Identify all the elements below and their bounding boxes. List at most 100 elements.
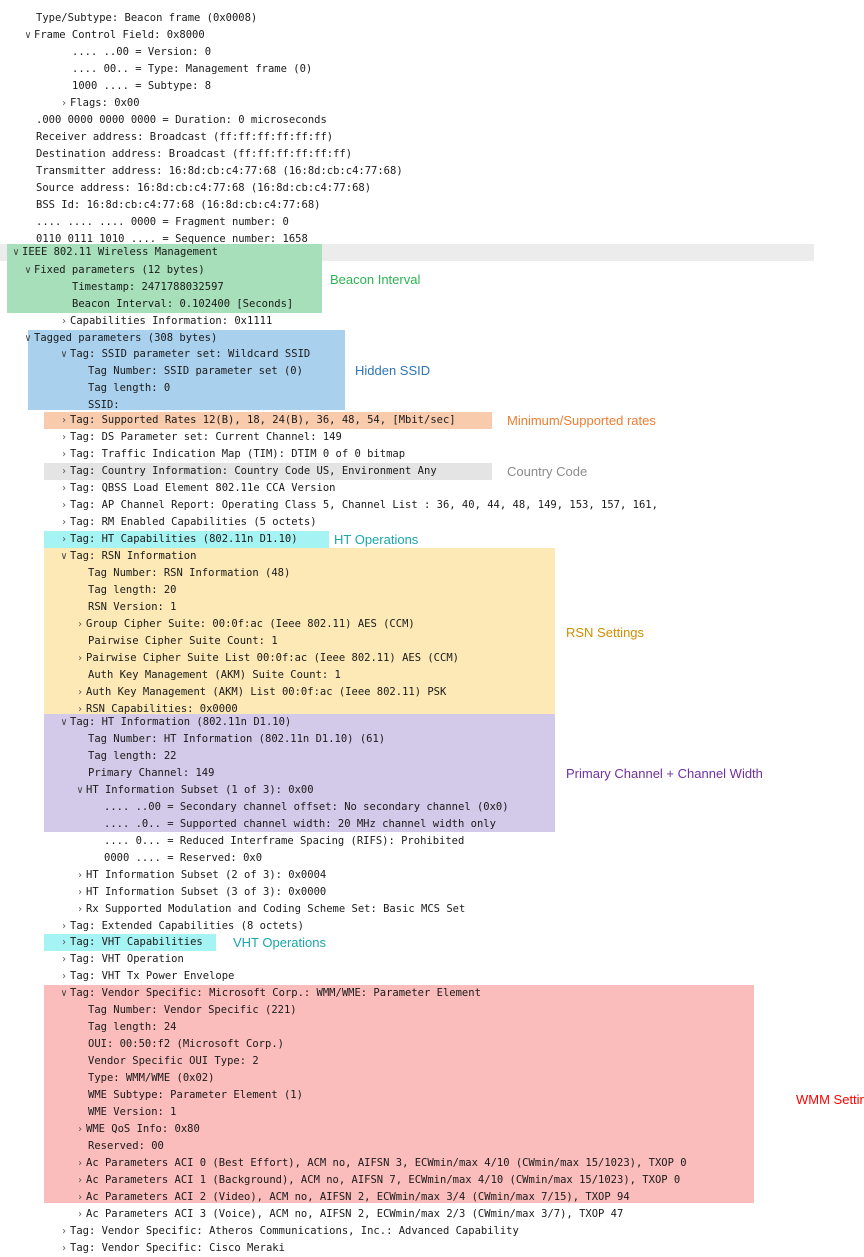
tree-row[interactable]: Vendor Specific OUI Type: 2 (88, 1053, 259, 1070)
chevron-right-icon[interactable]: › (76, 870, 84, 881)
tree-row[interactable]: Beacon Interval: 0.102400 [Seconds] (72, 296, 293, 313)
chevron-right-icon[interactable]: › (60, 466, 68, 477)
tree-row[interactable]: ∨HT Information Subset (1 of 3): 0x00 (74, 782, 314, 799)
chevron-right-icon[interactable]: › (76, 704, 84, 715)
tree-row[interactable]: Transmitter address: 16:8d:cb:c4:77:68 (… (36, 163, 403, 180)
chevron-down-icon[interactable]: ∨ (12, 247, 20, 258)
tree-row[interactable]: .... 00.. = Type: Management frame (0) (72, 61, 312, 78)
tree-row[interactable]: ›Tag: VHT Operation (58, 951, 184, 968)
tree-row[interactable]: Source address: 16:8d:cb:c4:77:68 (16:8d… (36, 180, 371, 197)
tree-row[interactable]: ›Tag: VHT Tx Power Envelope (58, 968, 234, 985)
tree-row[interactable]: Destination address: Broadcast (ff:ff:ff… (36, 146, 352, 163)
chevron-right-icon[interactable]: › (60, 971, 68, 982)
chevron-down-icon[interactable]: ∨ (60, 988, 68, 999)
tree-row[interactable]: Tag Number: RSN Information (48) (88, 565, 290, 582)
chevron-right-icon[interactable]: › (76, 687, 84, 698)
tree-row[interactable]: Tag length: 20 (88, 582, 177, 599)
chevron-down-icon[interactable]: ∨ (60, 551, 68, 562)
tree-row[interactable]: WME Subtype: Parameter Element (1) (88, 1087, 303, 1104)
tree-row[interactable]: ›Group Cipher Suite: 00:0f:ac (Ieee 802.… (74, 616, 415, 633)
tree-row[interactable]: ›Ac Parameters ACI 3 (Voice), ACM no, AI… (74, 1206, 623, 1223)
tree-row[interactable]: ›Tag: Traffic Indication Map (TIM): DTIM… (58, 446, 405, 463)
tree-row[interactable]: ›Tag: Extended Capabilities (8 octets) (58, 918, 304, 935)
tree-row[interactable]: Pairwise Cipher Suite Count: 1 (88, 633, 278, 650)
tree-row[interactable]: ›Tag: Vendor Specific: Cisco Meraki (58, 1240, 285, 1257)
tree-row[interactable]: ›Tag: DS Parameter set: Current Channel:… (58, 429, 342, 446)
tree-row[interactable]: ∨Tag: RSN Information (58, 548, 196, 565)
chevron-right-icon[interactable]: › (76, 619, 84, 630)
tree-row[interactable]: .... .0.. = Supported channel width: 20 … (104, 816, 496, 833)
chevron-right-icon[interactable]: › (76, 887, 84, 898)
tree-row[interactable]: ›Tag: Supported Rates 12(B), 18, 24(B), … (58, 412, 456, 429)
tree-row[interactable]: ›HT Information Subset (2 of 3): 0x0004 (74, 867, 326, 884)
tree-row[interactable]: Tag Number: Vendor Specific (221) (88, 1002, 297, 1019)
tree-row[interactable]: .000 0000 0000 0000 = Duration: 0 micros… (36, 112, 327, 129)
tree-row[interactable]: Type: WMM/WME (0x02) (88, 1070, 214, 1087)
tree-row[interactable]: ∨Tag: HT Information (802.11n D1.10) (58, 714, 291, 731)
chevron-right-icon[interactable]: › (60, 1226, 68, 1237)
tree-row[interactable]: ›Tag: VHT Capabilities (58, 934, 203, 951)
tree-row[interactable]: ›Tag: QBSS Load Element 802.11e CCA Vers… (58, 480, 336, 497)
tree-row[interactable]: ∨Fixed parameters (12 bytes) (22, 262, 205, 279)
tree-row[interactable]: ›Rx Supported Modulation and Coding Sche… (74, 901, 465, 918)
chevron-down-icon[interactable]: ∨ (24, 333, 32, 344)
tree-row[interactable]: ∨Tagged parameters (308 bytes) (22, 330, 217, 347)
tree-row[interactable]: ›Ac Parameters ACI 2 (Video), ACM no, AI… (74, 1189, 630, 1206)
tree-row[interactable]: ›Tag: Country Information: Country Code … (58, 463, 437, 480)
tree-row[interactable]: ›HT Information Subset (3 of 3): 0x0000 (74, 884, 326, 901)
chevron-right-icon[interactable]: › (60, 449, 68, 460)
chevron-right-icon[interactable]: › (60, 954, 68, 965)
chevron-right-icon[interactable]: › (76, 904, 84, 915)
tree-row[interactable]: Type/Subtype: Beacon frame (0x0008) (36, 10, 257, 27)
chevron-down-icon[interactable]: ∨ (24, 30, 32, 41)
tree-row[interactable]: ∨Tag: SSID parameter set: Wildcard SSID (58, 346, 310, 363)
tree-row[interactable]: 0000 .... = Reserved: 0x0 (104, 850, 262, 867)
chevron-right-icon[interactable]: › (76, 1158, 84, 1169)
tree-row[interactable]: Tag length: 0 (88, 380, 170, 397)
tree-row[interactable]: Primary Channel: 149 (88, 765, 214, 782)
tree-row[interactable]: ∨Frame Control Field: 0x8000 (22, 27, 205, 44)
tree-row[interactable]: ›Capabilities Information: 0x1111 (58, 313, 272, 330)
chevron-right-icon[interactable]: › (60, 534, 68, 545)
tree-row[interactable]: Reserved: 00 (88, 1138, 164, 1155)
tree-row[interactable]: Tag Number: HT Information (802.11n D1.1… (88, 731, 385, 748)
chevron-right-icon[interactable]: › (60, 316, 68, 327)
chevron-right-icon[interactable]: › (60, 500, 68, 511)
chevron-down-icon[interactable]: ∨ (60, 349, 68, 360)
tree-row[interactable]: ›Tag: AP Channel Report: Operating Class… (58, 497, 658, 514)
chevron-right-icon[interactable]: › (60, 1243, 68, 1254)
tree-row[interactable]: ›Tag: RM Enabled Capabilities (5 octets) (58, 514, 317, 531)
tree-row[interactable]: ›Flags: 0x00 (58, 95, 140, 112)
tree-row[interactable]: Tag length: 24 (88, 1019, 177, 1036)
chevron-right-icon[interactable]: › (60, 483, 68, 494)
chevron-right-icon[interactable]: › (76, 1124, 84, 1135)
tree-row[interactable]: ›RSN Capabilities: 0x0000 (74, 701, 238, 718)
tree-row[interactable]: 0110 0111 1010 .... = Sequence number: 1… (36, 231, 308, 248)
tree-row[interactable]: RSN Version: 1 (88, 599, 177, 616)
tree-row[interactable]: Timestamp: 2471788032597 (72, 279, 224, 296)
tree-row[interactable]: ›Ac Parameters ACI 1 (Background), ACM n… (74, 1172, 680, 1189)
chevron-right-icon[interactable]: › (60, 98, 68, 109)
tree-row[interactable]: Receiver address: Broadcast (ff:ff:ff:ff… (36, 129, 333, 146)
tree-row[interactable]: ›Auth Key Management (AKM) List 00:0f:ac… (74, 684, 446, 701)
chevron-right-icon[interactable]: › (76, 653, 84, 664)
chevron-right-icon[interactable]: › (76, 1175, 84, 1186)
tree-row[interactable]: SSID: (88, 397, 120, 414)
tree-row[interactable]: ›WME QoS Info: 0x80 (74, 1121, 200, 1138)
chevron-right-icon[interactable]: › (60, 432, 68, 443)
chevron-right-icon[interactable]: › (60, 921, 68, 932)
tree-row[interactable]: .... ..00 = Secondary channel offset: No… (104, 799, 509, 816)
tree-row[interactable]: .... .... .... 0000 = Fragment number: 0 (36, 214, 289, 231)
chevron-down-icon[interactable]: ∨ (76, 785, 84, 796)
tree-row[interactable]: ›Ac Parameters ACI 0 (Best Effort), ACM … (74, 1155, 687, 1172)
tree-row[interactable]: BSS Id: 16:8d:cb:c4:77:68 (16:8d:cb:c4:7… (36, 197, 320, 214)
tree-row[interactable]: Tag length: 22 (88, 748, 177, 765)
tree-row[interactable]: WME Version: 1 (88, 1104, 177, 1121)
tree-row[interactable]: Auth Key Management (AKM) Suite Count: 1 (88, 667, 341, 684)
tree-row[interactable]: ›Tag: Vendor Specific: Atheros Communica… (58, 1223, 519, 1240)
chevron-down-icon[interactable]: ∨ (24, 265, 32, 276)
tree-row[interactable]: ›Tag: HT Capabilities (802.11n D1.10) (58, 531, 298, 548)
chevron-down-icon[interactable]: ∨ (60, 717, 68, 728)
chevron-right-icon[interactable]: › (76, 1192, 84, 1203)
tree-row[interactable]: Tag Number: SSID parameter set (0) (88, 363, 303, 380)
